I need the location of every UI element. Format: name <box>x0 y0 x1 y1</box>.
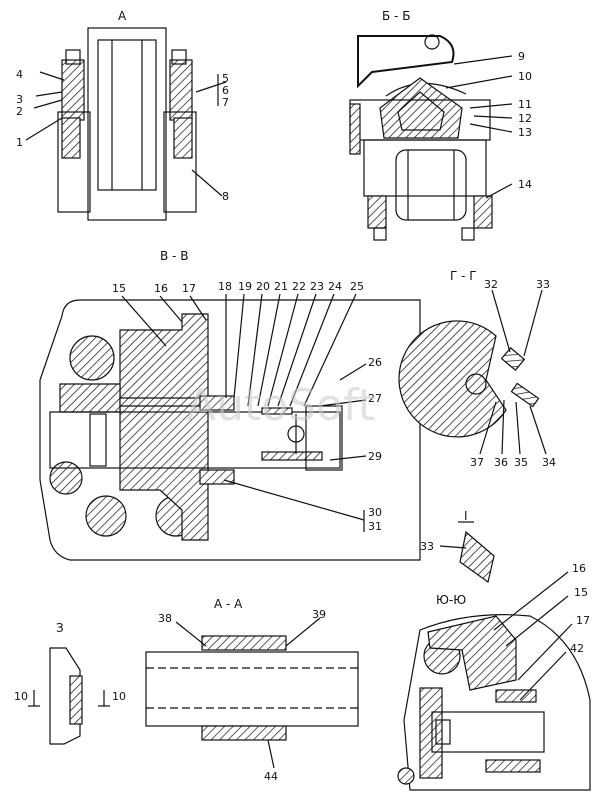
disc-section <box>398 320 507 438</box>
callout-32: 32 <box>484 278 498 291</box>
callout-42: 42 <box>570 642 584 655</box>
callout-15-yu: 15 <box>574 586 588 599</box>
callout-10: 10 <box>518 70 532 83</box>
view-b-b-title: Б - Б <box>382 9 410 23</box>
callout-7: 7 <box>222 96 229 109</box>
callout-31: 31 <box>368 520 382 533</box>
callout-15: 15 <box>112 282 126 295</box>
bearing-ball-3 <box>85 495 127 537</box>
callout-22: 22 <box>292 280 306 293</box>
view-g-g-title: Г - Г <box>450 269 477 283</box>
detail-z-body <box>49 647 81 745</box>
view-a: А 4 3 2 1 5 6 7 8 <box>16 9 229 221</box>
callout-13: 13 <box>518 126 532 139</box>
callout-5: 5 <box>222 72 229 85</box>
left-bracket <box>61 59 85 121</box>
callout-21: 21 <box>274 280 288 293</box>
view-v-v: В - В 15 16 17 <box>39 249 421 561</box>
bearing-ball-1 <box>69 335 115 381</box>
left-support <box>57 111 91 213</box>
callout-29: 29 <box>368 450 382 463</box>
callout-39: 38 <box>158 612 172 625</box>
callout-4: 4 <box>16 68 23 81</box>
callout-2: 2 <box>16 105 23 118</box>
callout-19: 19 <box>238 280 252 293</box>
callout-27: 27 <box>368 392 382 405</box>
callout-16: 16 <box>154 282 168 295</box>
bushing-top <box>201 635 287 651</box>
callout-3: 3 <box>16 93 23 106</box>
axle-shaft <box>145 651 359 727</box>
left-bolt <box>65 49 81 65</box>
callout-1: 1 <box>16 136 23 149</box>
view-a-a: А - А 38 39 44 <box>145 597 359 783</box>
spring-top <box>261 407 293 415</box>
view-a-title: А <box>118 9 127 23</box>
view-i-title: I <box>464 509 468 523</box>
view-yu-yu-title: Ю-Ю <box>436 593 466 607</box>
section-mark-right: 10 <box>112 690 126 703</box>
callout-6: 6 <box>222 84 229 97</box>
spring-bottom <box>261 451 323 461</box>
callout-44: 44 <box>264 770 278 783</box>
right-bracket <box>169 59 193 121</box>
wheel-inner <box>97 39 157 191</box>
housing-outline <box>39 299 421 561</box>
callout-11: 11 <box>518 98 532 111</box>
callout-9: 9 <box>518 50 525 63</box>
wheel-body <box>87 27 167 221</box>
view-i: I 33 <box>420 509 495 584</box>
watermark: AutoSoft <box>186 380 375 431</box>
callout-30: 30 <box>368 506 382 519</box>
callout-35: 35 <box>514 456 528 469</box>
frame-mid <box>363 139 487 197</box>
callout-26: 26 <box>368 356 382 369</box>
view-b-b: Б - Б 9 10 11 12 13 14 <box>349 9 532 241</box>
right-bolt <box>171 49 187 65</box>
callout-38: 39 <box>312 608 326 621</box>
callout-20: 20 <box>256 280 270 293</box>
right-support <box>163 111 197 213</box>
callout-23: 23 <box>310 280 324 293</box>
yu-housing <box>403 614 591 791</box>
callout-36: 36 <box>494 456 508 469</box>
view-yu-yu: Ю-Ю 16 15 17 42 <box>397 562 591 791</box>
callout-18: 18 <box>218 280 232 293</box>
view-g-g: Г - Г 32 33 37 36 35 34 <box>398 269 556 469</box>
callout-33-detail: 33 <box>420 540 434 553</box>
callout-16-yu: 16 <box>572 562 586 575</box>
callout-17: 17 <box>182 282 196 295</box>
callout-12: 12 <box>518 112 532 125</box>
callout-37: 37 <box>470 456 484 469</box>
callout-24: 24 <box>328 280 342 293</box>
callout-14: 14 <box>518 178 532 191</box>
callout-34: 34 <box>542 456 556 469</box>
callout-17-yu: 17 <box>576 614 590 627</box>
view-z: З 10 10 <box>14 621 126 745</box>
callout-25: 25 <box>350 280 364 293</box>
view-z-title: З <box>56 621 64 635</box>
yu-shaft <box>431 711 545 753</box>
bracket-arm <box>357 35 455 89</box>
detail-i-part <box>459 530 495 584</box>
view-a-a-title: А - А <box>214 597 243 611</box>
shaft <box>49 411 341 469</box>
bushing-bottom <box>201 725 287 741</box>
view-v-v-title: В - В <box>160 249 188 263</box>
yu-flange <box>427 615 517 691</box>
callout-33: 33 <box>536 278 550 291</box>
roller <box>395 149 467 221</box>
callout-8: 8 <box>222 190 229 203</box>
section-mark-left: 10 <box>14 690 28 703</box>
